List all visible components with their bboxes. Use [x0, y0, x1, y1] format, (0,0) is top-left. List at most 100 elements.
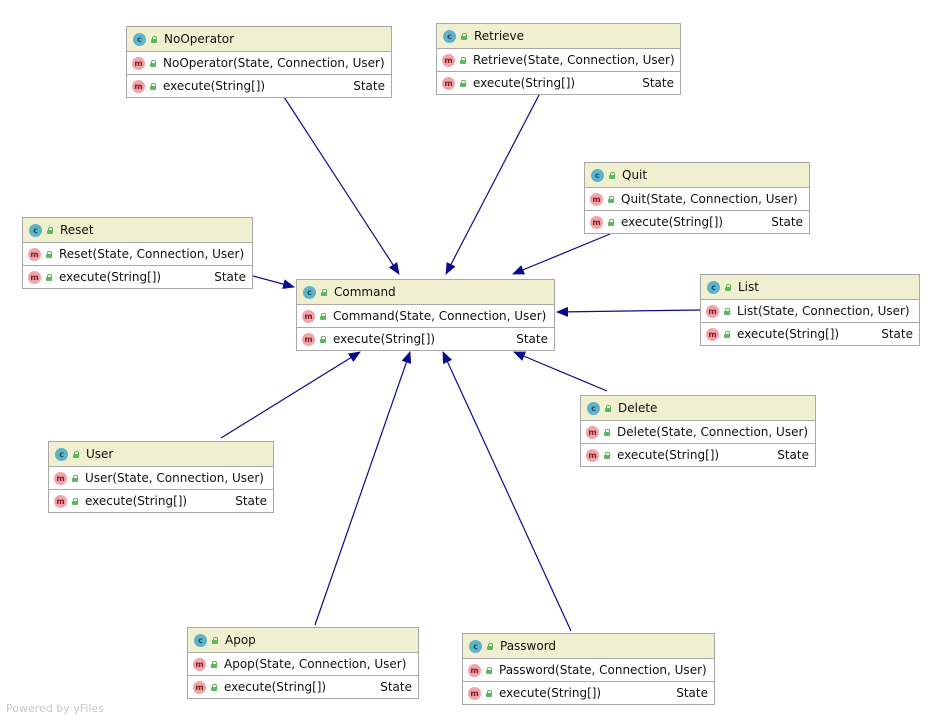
- class-icon: c: [587, 401, 600, 415]
- method-row[interactable]: m execute(String[]) State: [701, 323, 919, 345]
- class-nooperator[interactable]: c NoOperator m NoOperator(State, Connect…: [126, 26, 392, 98]
- method-icon: m: [590, 215, 603, 229]
- method-signature: execute(String[]): [333, 332, 436, 346]
- method-signature: execute(String[]): [621, 215, 724, 229]
- method-row[interactable]: m execute(String[]) State: [585, 211, 809, 233]
- public-icon: [149, 82, 156, 90]
- constructor-row[interactable]: m List(State, Connection, User): [701, 300, 919, 323]
- method-icon: m: [586, 448, 599, 462]
- class-icon: c: [29, 223, 42, 237]
- return-type: State: [881, 327, 913, 341]
- method-icon: m: [586, 425, 599, 439]
- class-quit[interactable]: c Quit m Quit(State, Connection, User) m…: [584, 162, 810, 234]
- return-type: State: [516, 332, 548, 346]
- constructor-row[interactable]: m Retrieve(State, Connection, User): [437, 49, 680, 72]
- class-list[interactable]: c List m List(State, Connection, User) m…: [700, 274, 920, 346]
- method-row[interactable]: m execute(String[]) State: [127, 75, 391, 97]
- public-icon: [608, 171, 615, 179]
- public-icon: [72, 450, 79, 458]
- constructor-row[interactable]: m Command(State, Connection, User): [297, 305, 554, 328]
- class-header: c Delete: [581, 396, 815, 421]
- constructor-signature: Quit(State, Connection, User): [621, 192, 798, 206]
- method-row[interactable]: m execute(String[]) State: [23, 266, 252, 288]
- method-signature: execute(String[]): [224, 680, 327, 694]
- constructor-signature: List(State, Connection, User): [737, 304, 910, 318]
- constructor-signature: Delete(State, Connection, User): [617, 425, 809, 439]
- class-reset[interactable]: c Reset m Reset(State, Connection, User)…: [22, 217, 253, 289]
- constructor-row[interactable]: m Reset(State, Connection, User): [23, 243, 252, 266]
- method-icon: m: [302, 309, 315, 323]
- method-signature: execute(String[]): [737, 327, 840, 341]
- method-icon: m: [706, 327, 719, 341]
- method-icon: m: [442, 53, 455, 67]
- method-icon: m: [132, 56, 145, 70]
- method-row[interactable]: m execute(String[]) State: [581, 444, 815, 466]
- class-header: c Apop: [188, 628, 418, 653]
- method-icon: m: [302, 332, 315, 346]
- class-header: c Retrieve: [437, 24, 680, 49]
- class-apop[interactable]: c Apop m Apop(State, Connection, User) m…: [187, 627, 419, 699]
- constructor-row[interactable]: m Apop(State, Connection, User): [188, 653, 418, 676]
- method-row[interactable]: m execute(String[]) State: [49, 490, 273, 512]
- constructor-row[interactable]: m NoOperator(State, Connection, User): [127, 52, 391, 75]
- method-icon: m: [468, 663, 481, 677]
- return-type: State: [235, 494, 267, 508]
- public-icon: [71, 497, 78, 505]
- public-icon: [459, 79, 466, 87]
- method-signature: execute(String[]): [473, 76, 576, 90]
- class-header: c Command: [297, 280, 554, 305]
- class-delete[interactable]: c Delete m Delete(State, Connection, Use…: [580, 395, 816, 467]
- public-icon: [460, 32, 467, 40]
- return-type: State: [777, 448, 809, 462]
- public-icon: [723, 307, 730, 315]
- edge-quit-command: [512, 233, 611, 275]
- public-icon: [485, 666, 492, 674]
- public-icon: [319, 312, 326, 320]
- method-icon: m: [193, 680, 206, 694]
- class-password[interactable]: c Password m Password(State, Connection,…: [462, 633, 715, 705]
- edge-password-command: [442, 351, 572, 632]
- return-type: State: [214, 270, 246, 284]
- class-name: Password: [500, 639, 557, 653]
- class-icon: c: [443, 29, 456, 43]
- class-icon: c: [303, 285, 316, 299]
- method-row[interactable]: m execute(String[]) State: [188, 676, 418, 698]
- class-name: Delete: [618, 401, 658, 415]
- class-header: c Quit: [585, 163, 809, 188]
- method-icon: m: [442, 76, 455, 90]
- constructor-row[interactable]: m User(State, Connection, User): [49, 467, 273, 490]
- method-signature: execute(String[]): [499, 686, 602, 700]
- constructor-row[interactable]: m Quit(State, Connection, User): [585, 188, 809, 211]
- constructor-signature: Retrieve(State, Connection, User): [473, 53, 675, 67]
- method-icon: m: [590, 192, 603, 206]
- class-user[interactable]: c User m User(State, Connection, User) m…: [48, 441, 274, 513]
- public-icon: [210, 683, 217, 691]
- method-row[interactable]: m execute(String[]) State: [437, 72, 680, 94]
- class-icon: c: [194, 633, 207, 647]
- method-signature: execute(String[]): [163, 79, 266, 93]
- class-header: c List: [701, 275, 919, 300]
- constructor-row[interactable]: m Delete(State, Connection, User): [581, 421, 815, 444]
- class-name: List: [738, 280, 759, 294]
- class-command[interactable]: c Command m Command(State, Connection, U…: [296, 279, 555, 351]
- edge-delete-command: [513, 351, 608, 392]
- method-row[interactable]: m execute(String[]) State: [297, 328, 554, 350]
- class-icon: c: [133, 32, 146, 46]
- method-row[interactable]: m execute(String[]) State: [463, 682, 714, 704]
- class-header: c NoOperator: [127, 27, 391, 52]
- return-type: State: [380, 680, 412, 694]
- class-icon: c: [591, 168, 604, 182]
- public-icon: [604, 404, 611, 412]
- public-icon: [319, 335, 326, 343]
- method-signature: execute(String[]): [617, 448, 720, 462]
- public-icon: [485, 689, 492, 697]
- constructor-signature: Apop(State, Connection, User): [224, 657, 407, 671]
- public-icon: [723, 330, 730, 338]
- public-icon: [603, 428, 610, 436]
- yfiles-watermark: Powered by yFiles: [6, 702, 104, 715]
- class-icon: c: [55, 447, 68, 461]
- method-icon: m: [132, 79, 145, 93]
- class-retrieve[interactable]: c Retrieve m Retrieve(State, Connection,…: [436, 23, 681, 95]
- constructor-row[interactable]: m Password(State, Connection, User): [463, 659, 714, 682]
